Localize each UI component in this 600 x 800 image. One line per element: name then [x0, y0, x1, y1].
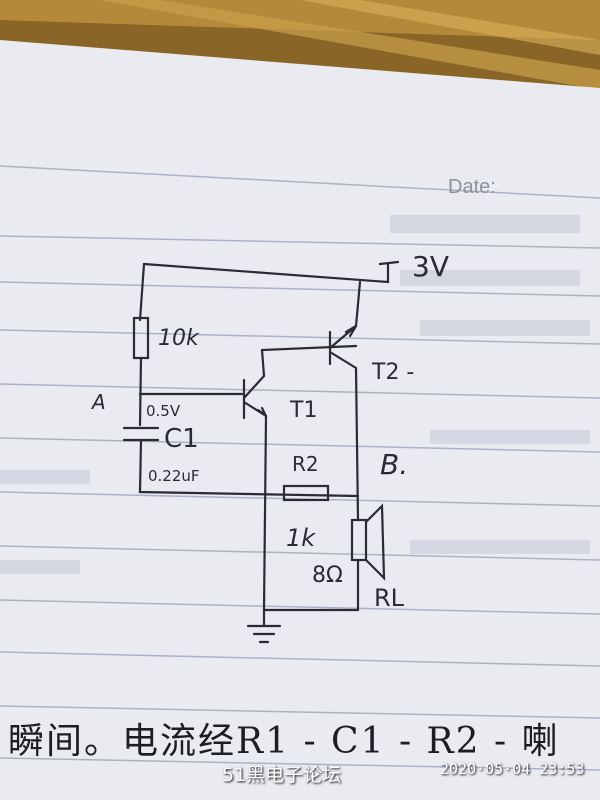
node-b-label: B. — [380, 448, 409, 481]
circuit-diagram — [122, 260, 400, 644]
handwritten-note: 瞬间。电流经R1 - C1 - R2 - 喇 — [8, 721, 560, 762]
date-label: Date: — [448, 176, 496, 198]
speaker-rl-label: RL — [374, 584, 405, 612]
transistor-t2-label: T2 - — [372, 360, 415, 385]
capacitance-value: 0.22uF — [148, 467, 200, 485]
forum-watermark: 51黑电子论坛 — [222, 764, 342, 786]
left-wire — [138, 262, 146, 322]
ground-symbol — [246, 608, 282, 644]
ruled-lines — [0, 165, 600, 771]
resistor-r1-value: 10k — [158, 326, 199, 351]
transistor-t1-label: T1 — [290, 398, 318, 423]
show-through-ghost-text — [0, 215, 590, 574]
supply-voltage-label: 3V — [412, 250, 449, 283]
node-a-label: A — [92, 390, 106, 414]
resistor-r2-label: R2 — [292, 452, 319, 476]
photo-timestamp: 2020·05·04 23:53 — [440, 760, 585, 778]
speaker-impedance-label: 8Ω — [312, 563, 343, 588]
top-supply-rail — [142, 262, 390, 284]
capacitor-c1-label: C1 — [164, 424, 199, 454]
resistor-r2-value: 1k — [286, 524, 316, 552]
c1-voltage-label: 0.5V — [146, 402, 181, 420]
resistor-r2 — [282, 484, 330, 502]
speaker-cone — [364, 503, 386, 581]
